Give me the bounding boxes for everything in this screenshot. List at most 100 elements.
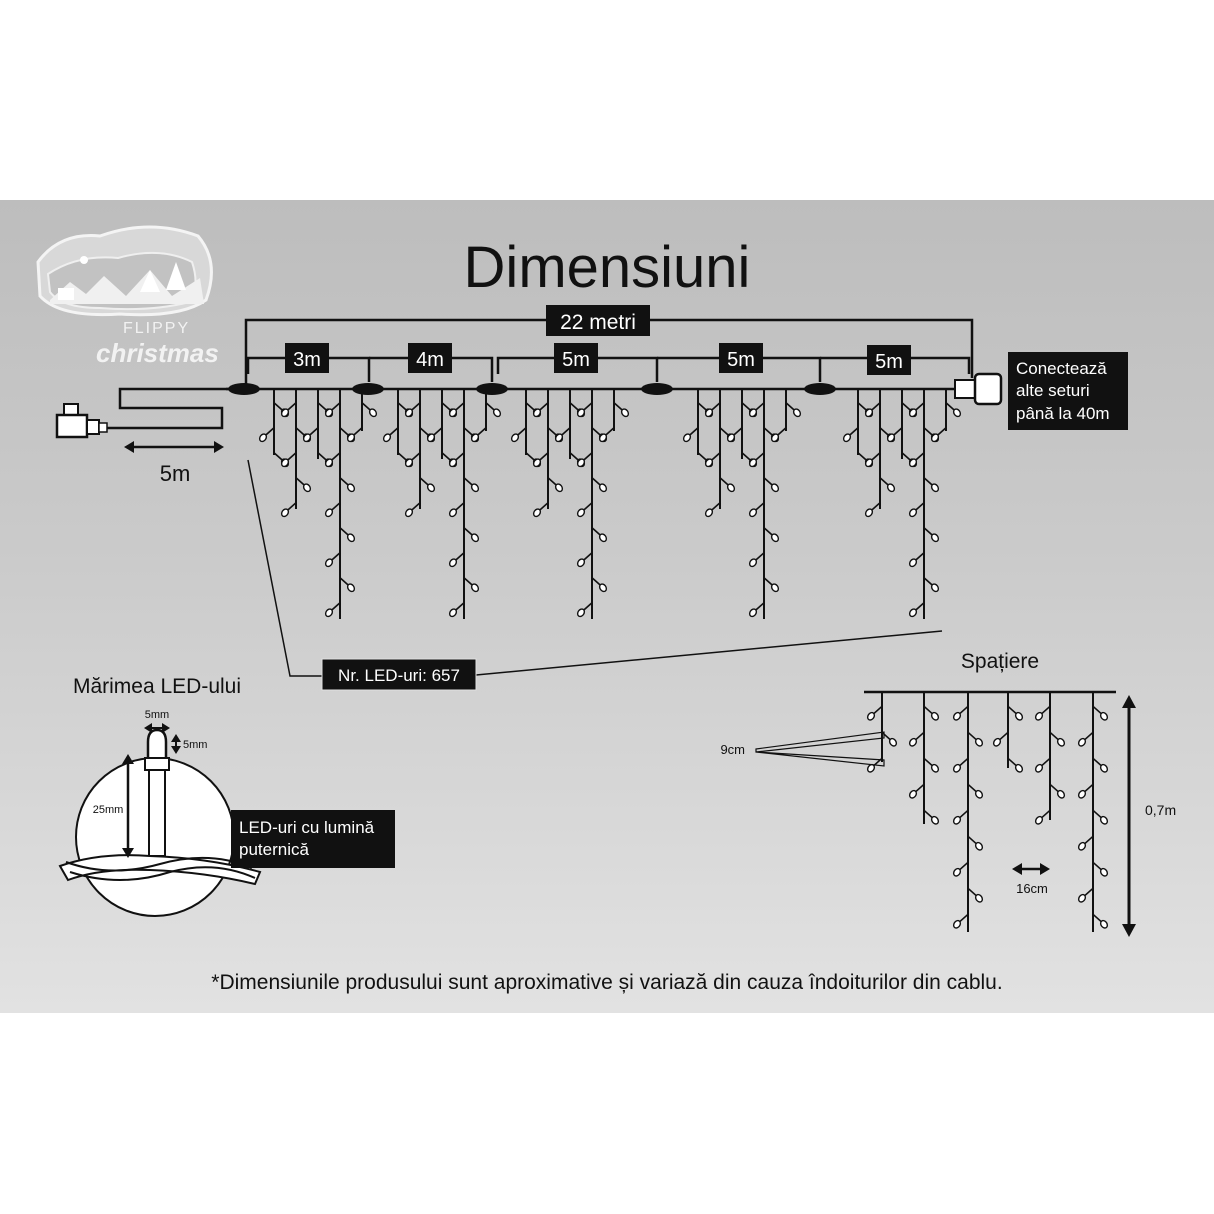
led-bulb bbox=[426, 483, 436, 493]
led-bulb bbox=[1099, 763, 1109, 773]
led-bulb bbox=[930, 815, 940, 825]
led-bulb bbox=[974, 737, 984, 747]
led-stem bbox=[582, 602, 593, 612]
led-stem bbox=[1092, 913, 1103, 923]
led-stem bbox=[857, 452, 868, 462]
led-stem bbox=[870, 402, 881, 412]
led-stem bbox=[914, 402, 925, 412]
led-stem bbox=[857, 402, 868, 412]
lead-cable-dimension bbox=[124, 441, 224, 453]
led-stem bbox=[330, 452, 341, 462]
led-height-dimension bbox=[171, 734, 181, 754]
led-bulb bbox=[930, 433, 940, 443]
segment-label-box-3 bbox=[554, 343, 598, 373]
led-bulb bbox=[908, 737, 918, 747]
led-bulb bbox=[302, 483, 312, 493]
led-bulb bbox=[770, 583, 780, 593]
led-note-box bbox=[231, 810, 395, 868]
led-stem bbox=[719, 477, 730, 487]
led-stem bbox=[945, 402, 956, 412]
led-stem bbox=[410, 452, 421, 462]
led-stem bbox=[719, 427, 730, 437]
segment-label-box-2 bbox=[408, 343, 452, 373]
led-bulb bbox=[886, 483, 896, 493]
led-stem bbox=[286, 402, 297, 412]
led-stem bbox=[454, 552, 465, 562]
led-stem bbox=[463, 527, 474, 537]
led-bulb bbox=[324, 408, 334, 418]
segment-label-box-4 bbox=[719, 343, 763, 373]
led-stem bbox=[1083, 783, 1094, 793]
led-bulb bbox=[576, 458, 586, 468]
connect-note-line2: alte seturi bbox=[1016, 381, 1090, 400]
led-bulb bbox=[448, 558, 458, 568]
led-bulb bbox=[952, 919, 962, 929]
led-bulb bbox=[930, 711, 940, 721]
led-bulb bbox=[748, 408, 758, 418]
segment-label-1: 3m bbox=[293, 349, 321, 371]
led-stem bbox=[923, 705, 934, 715]
led-bulb bbox=[324, 508, 334, 518]
horizontal-spacing-dimension bbox=[1012, 863, 1050, 875]
led-stem bbox=[419, 427, 430, 437]
led-bulb bbox=[598, 483, 608, 493]
led-bulb bbox=[792, 408, 802, 418]
led-count-leader-left bbox=[247, 459, 322, 677]
led-stem bbox=[1049, 731, 1060, 741]
led-stem bbox=[485, 402, 496, 412]
led-stem bbox=[923, 427, 934, 437]
led-stem bbox=[454, 452, 465, 462]
led-stem bbox=[454, 502, 465, 512]
segment-label-5: 5m bbox=[875, 351, 903, 373]
disclaimer: *Dimensiunile produsului sunt aproximati… bbox=[211, 971, 1002, 994]
led-stem bbox=[454, 602, 465, 612]
led-bulb bbox=[576, 508, 586, 518]
led-stem bbox=[958, 861, 969, 871]
cable-connectors bbox=[228, 383, 836, 395]
led-stem bbox=[582, 402, 593, 412]
icicle-drops bbox=[258, 389, 962, 619]
led-bulb bbox=[974, 789, 984, 799]
led-bulb bbox=[470, 583, 480, 593]
led-stem bbox=[732, 427, 743, 437]
led-bulb bbox=[426, 433, 436, 443]
led-stem bbox=[688, 427, 699, 437]
led-stem bbox=[397, 452, 408, 462]
led-stem bbox=[591, 577, 602, 587]
led-stem bbox=[958, 809, 969, 819]
led-bulb bbox=[908, 558, 918, 568]
led-stem bbox=[582, 552, 593, 562]
led-stem bbox=[295, 427, 306, 437]
led-stem bbox=[763, 427, 774, 437]
led-stem bbox=[1092, 809, 1103, 819]
led-bulb bbox=[1099, 919, 1109, 929]
led-bulb bbox=[930, 763, 940, 773]
led-bulb bbox=[324, 558, 334, 568]
led-stem bbox=[967, 731, 978, 741]
segment-label-box-5 bbox=[867, 345, 911, 375]
led-stem bbox=[914, 602, 925, 612]
led-stem bbox=[339, 527, 350, 537]
led-bulb bbox=[280, 408, 290, 418]
led-bulb bbox=[1077, 737, 1087, 747]
led-stem bbox=[923, 809, 934, 819]
led-stem bbox=[264, 427, 275, 437]
led-stem bbox=[604, 427, 615, 437]
led-stem bbox=[697, 452, 708, 462]
led-bulb bbox=[886, 433, 896, 443]
led-stem bbox=[901, 402, 912, 412]
spacing-drops bbox=[866, 692, 1109, 932]
led-stem bbox=[547, 427, 558, 437]
led-stem bbox=[538, 502, 549, 512]
led-stem bbox=[763, 477, 774, 487]
drop-height-dimension bbox=[1122, 695, 1136, 937]
led-stem bbox=[763, 527, 774, 537]
led-bulb bbox=[1034, 711, 1044, 721]
led-stem bbox=[958, 913, 969, 923]
connect-note-box bbox=[1008, 352, 1128, 430]
led-stem bbox=[848, 427, 859, 437]
led-stem bbox=[547, 477, 558, 487]
led-bulb bbox=[952, 763, 962, 773]
led-stem bbox=[569, 452, 580, 462]
led-bulb bbox=[448, 508, 458, 518]
